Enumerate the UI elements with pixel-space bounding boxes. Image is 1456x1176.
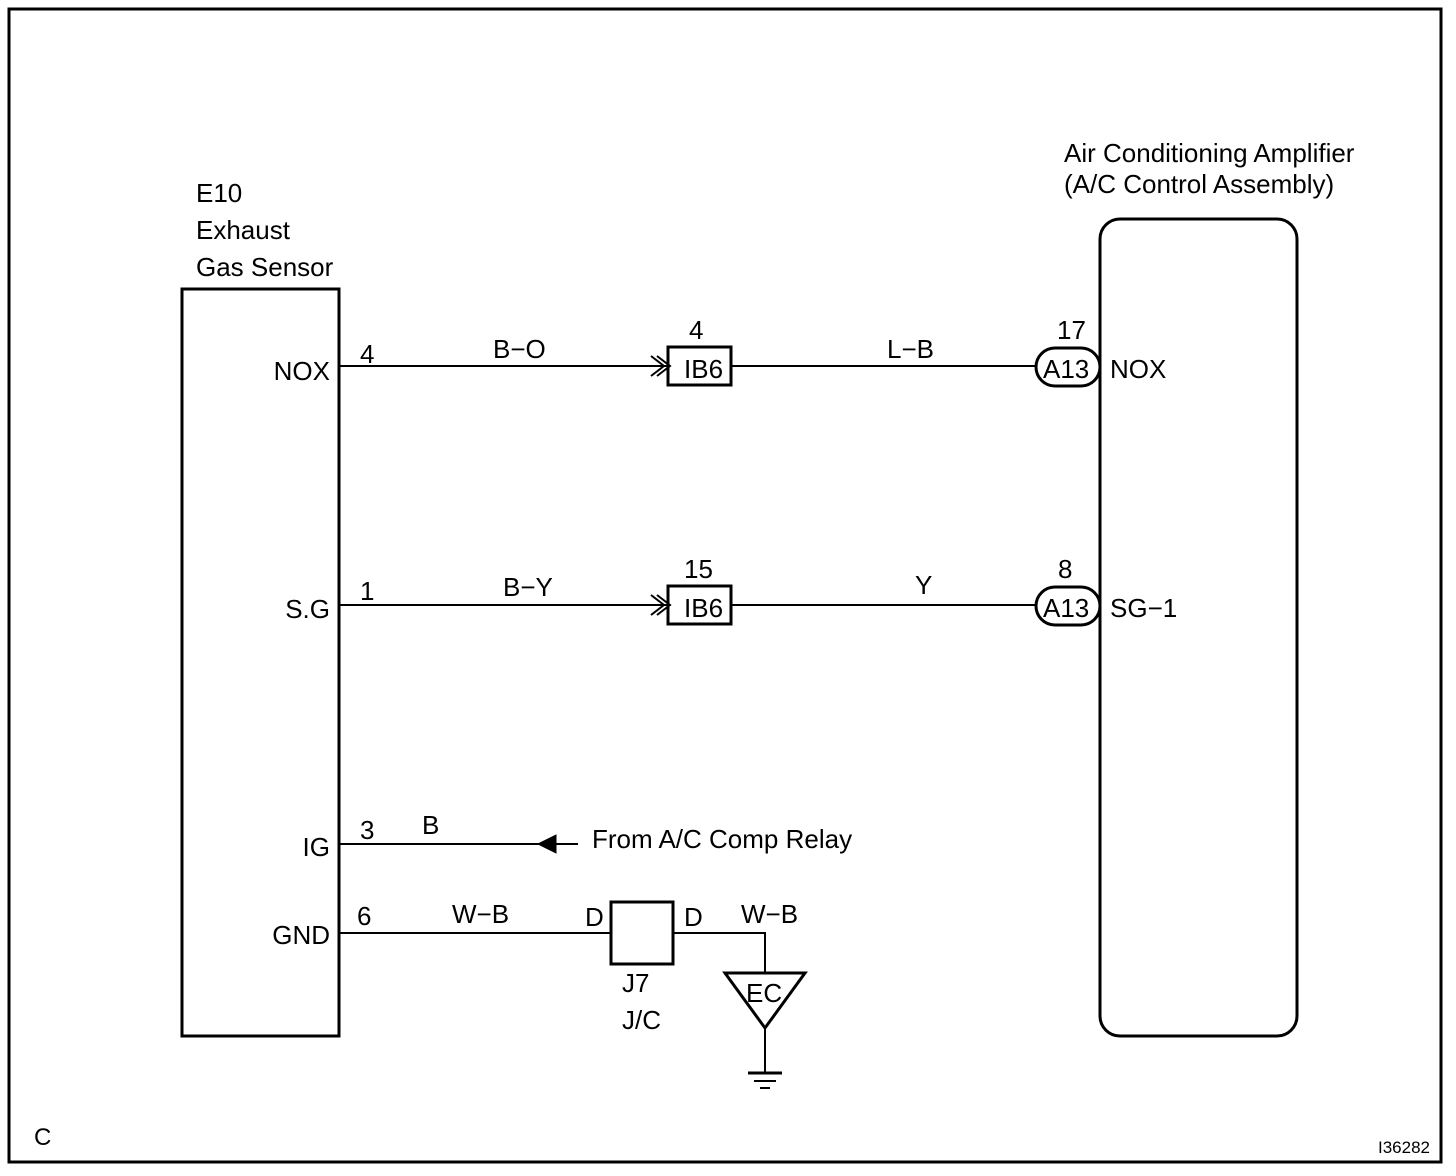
junction-pin-right: D [684,902,703,932]
sensor-name-line2: Gas Sensor [196,252,334,282]
sg-ib6-name: IB6 [684,593,723,623]
page-corner-letter: C [34,1124,51,1151]
ig-sensor-pin: 3 [360,815,374,845]
page-frame [7,7,1443,1164]
nox-wire-color-right: L−B [887,334,934,364]
sg-connector-arrow [650,594,672,616]
amplifier-body [1098,217,1299,1038]
sg-wire-color-left: B−Y [503,572,553,602]
sensor-name-line1: Exhaust [196,215,291,245]
gnd-wire-color-right: W−B [741,899,798,929]
amplifier-title-line2: (A/C Control Assembly) [1064,169,1334,199]
ground-point-label: EC [746,978,782,1008]
amplifier-pin-label-nox: NOX [1110,354,1166,384]
sensor-body [180,287,341,1038]
gnd-circuit: 6 W−B D D J7 J/C W−B EC [339,899,808,1089]
junction-block-j7 [609,900,675,966]
nox-wire-color-left: B−O [493,334,546,364]
sg-a13-name: A13 [1043,593,1089,623]
sg-wire-color-right: Y [915,570,932,600]
ac-amplifier: Air Conditioning Amplifier (A/C Control … [1064,138,1355,1038]
sg-sensor-pin: 1 [360,576,374,606]
amplifier-title-line1: Air Conditioning Amplifier [1064,138,1355,168]
figure-id: I36282 [1378,1138,1430,1157]
sg-circuit: 1 B−Y IB6 15 Y A13 8 [339,554,1102,627]
nox-connector-arrow [650,355,672,377]
sg-a13-connector [1034,585,1102,627]
sensor-pin-label-nox: NOX [274,356,330,386]
gnd-wire-color-left: W−B [452,899,509,929]
nox-a13-name: A13 [1043,354,1089,384]
gnd-sensor-pin: 6 [357,901,371,931]
nox-sensor-pin: 4 [360,339,374,369]
ig-source-label: From A/C Comp Relay [592,824,852,854]
amplifier-pin-label-sg1: SG−1 [1110,593,1177,623]
nox-circuit: 4 B−O IB6 4 L−B A13 17 [339,315,1102,388]
sensor-pin-label-sg: S.G [285,594,330,624]
nox-ib6-name: IB6 [684,354,723,384]
ig-circuit: 3 B From A/C Comp Relay [339,810,852,854]
ig-arrowhead [536,834,557,854]
sensor-code: E10 [196,178,242,208]
junction-type: J/C [622,1005,661,1035]
gnd-wire-right [673,932,766,973]
sensor-pin-label-ig: IG [303,832,330,862]
nox-amplifier-pin: 17 [1057,315,1086,345]
junction-pin-left: D [585,902,604,932]
ground-point-triangle [722,971,808,1031]
nox-a13-connector [1034,346,1102,388]
sensor-pin-label-gnd: GND [272,920,330,950]
sg-ib6-pin: 15 [684,554,713,584]
nox-ib6-pin: 4 [689,315,703,345]
sg-amplifier-pin: 8 [1058,554,1072,584]
junction-code: J7 [622,968,649,998]
ground-symbol-icon [748,1071,782,1089]
exhaust-gas-sensor: E10 Exhaust Gas Sensor NOX S.G IG GND [180,178,341,1038]
ig-wire-color: B [422,810,439,840]
